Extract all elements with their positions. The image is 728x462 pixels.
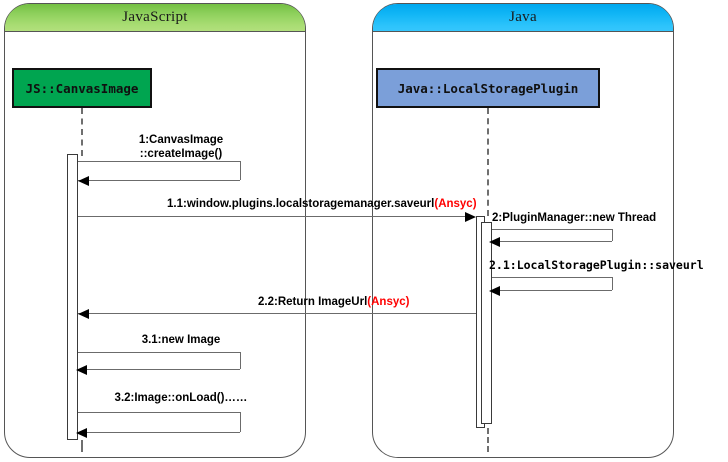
message-2-2-arrowhead: [78, 308, 89, 319]
message-1-line1: 1:CanvasImage: [138, 134, 224, 146]
message-3-1-out: [78, 352, 240, 353]
message-label-2: 2:PluginManager::new Thread: [492, 211, 656, 225]
message-label-2-1: 2.1:LocalStoragePlugin::saveurl: [489, 258, 704, 272]
message-1-1-accent: (Ansyc): [434, 198, 477, 210]
message-label-3-1: 3.1:new Image: [101, 333, 261, 347]
participant-js-canvasimage-label: JS::CanvasImage: [25, 80, 139, 96]
message-2-turn: [612, 229, 613, 241]
panel-javascript-title: JavaScript: [122, 9, 188, 25]
message-2-arrowhead: [489, 236, 500, 247]
message-2-1-text: 2.1:LocalStoragePlugin::saveurl: [489, 258, 704, 272]
message-3-1-return: [78, 369, 240, 370]
message-2-1-return: [492, 290, 612, 291]
message-2-out: [492, 229, 612, 230]
participant-js-canvasimage[interactable]: JS::CanvasImage: [12, 68, 152, 108]
message-1-1-line: [78, 216, 468, 217]
message-2-text: 2:PluginManager::new Thread: [492, 212, 657, 224]
panel-javascript-header: JavaScript: [5, 4, 305, 32]
message-1-1-text: 1.1:window.plugins.localstoragemanager.s…: [167, 198, 435, 210]
lifeline-java-localstorageplugin-lower: [487, 428, 489, 452]
lifeline-java-localstorageplugin: [487, 108, 489, 216]
message-1-turn: [240, 161, 241, 180]
lifeline-js-canvasimage: [81, 108, 83, 156]
message-label-2-2: 2.2:Return ImageUrl(Ansyc): [258, 295, 409, 309]
message-1-arrowhead: [78, 175, 89, 186]
message-2-2-text: 2.2:Return ImageUrl: [258, 296, 368, 308]
message-3-2-out: [78, 412, 240, 413]
panel-java: Java: [372, 3, 674, 458]
message-2-2-accent: (Ansyc): [367, 296, 410, 308]
message-3-1-text: 3.1:new Image: [141, 334, 221, 346]
message-2-return: [492, 241, 612, 242]
message-2-2-line: [78, 313, 476, 314]
message-3-2-arrowhead: [76, 427, 87, 438]
panel-java-header: Java: [373, 4, 673, 32]
message-1-1-arrowhead: [465, 211, 476, 222]
message-3-2-text: 3.2:Image::onLoad()……: [114, 392, 248, 404]
message-3-2-return: [78, 432, 240, 433]
message-2-1-arrowhead: [489, 285, 500, 296]
message-3-1-turn: [240, 352, 241, 369]
message-label-1: 1:CanvasImage ::createImage(): [101, 133, 261, 161]
message-1-return: [78, 180, 240, 181]
message-3-1-arrowhead: [76, 364, 87, 375]
participant-java-localstorageplugin-label: Java::LocalStoragePlugin: [397, 80, 579, 96]
activation-java-inner: [481, 222, 492, 424]
message-2-1-turn: [612, 277, 613, 290]
panel-java-title: Java: [509, 9, 537, 25]
message-1-line2: ::createImage(): [139, 148, 223, 160]
participant-java-localstorageplugin[interactable]: Java::LocalStoragePlugin: [376, 68, 600, 108]
message-label-3-2: 3.2:Image::onLoad()……: [101, 391, 261, 405]
activation-js-canvasimage: [67, 154, 78, 440]
message-1-out: [78, 161, 240, 162]
lifeline-js-canvasimage-lower: [81, 440, 83, 452]
message-2-1-out: [492, 277, 612, 278]
message-3-2-turn: [240, 412, 241, 432]
message-label-1-1: 1.1:window.plugins.localstoragemanager.s…: [167, 197, 477, 211]
